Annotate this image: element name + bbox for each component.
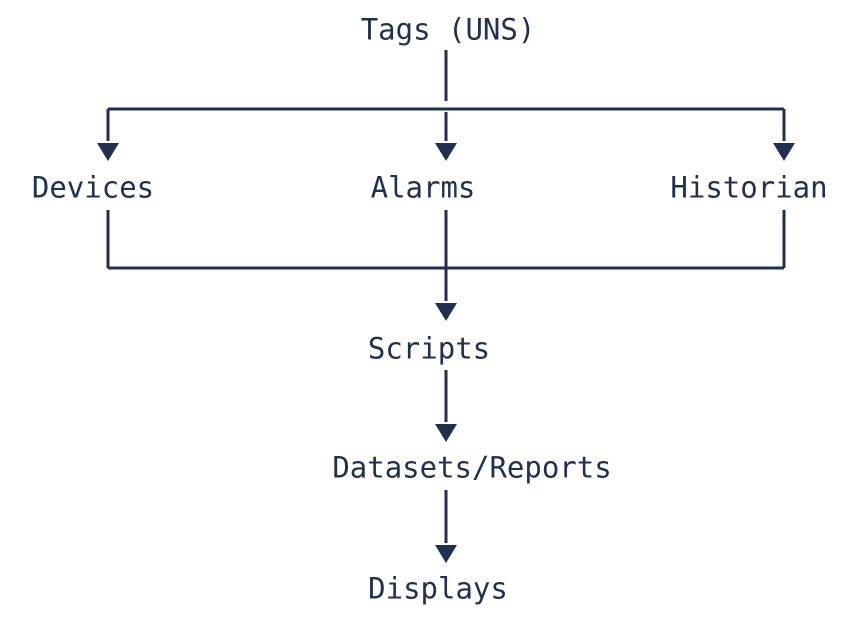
arrowhead-to-devices <box>97 143 119 161</box>
node-historian: Historian <box>670 170 828 205</box>
node-datasets-reports: Datasets/Reports <box>332 450 612 485</box>
arrowhead-to-datasets <box>435 424 457 442</box>
arrowhead-to-displays <box>435 545 457 563</box>
node-tags: Tags (UNS) <box>360 12 536 47</box>
arrowhead-to-alarms <box>435 143 457 161</box>
arrowhead-to-historian <box>773 143 795 161</box>
node-scripts: Scripts <box>367 331 491 366</box>
arrowhead-to-scripts <box>435 303 457 321</box>
node-devices: Devices <box>31 170 155 205</box>
node-displays: Displays <box>368 571 508 606</box>
node-alarms: Alarms <box>370 170 476 205</box>
